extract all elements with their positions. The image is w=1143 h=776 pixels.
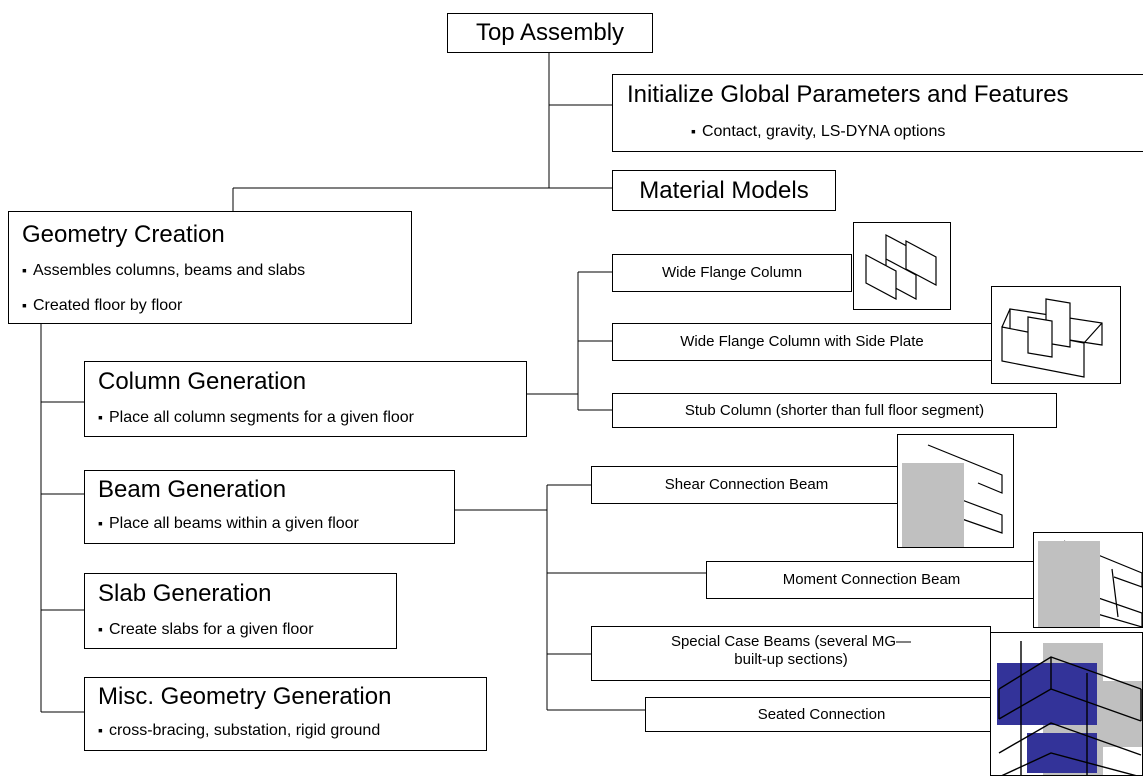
moment-connection-beam-label: Moment Connection Beam (782, 571, 961, 588)
wide-flange-side-plate-box: Wide Flange Column with Side Plate (612, 323, 992, 361)
geometry-bullet-2: Created floor by floor (22, 297, 182, 315)
side-plate-column-sketch (1001, 298, 1103, 378)
beam-generation-bullet: Place all beams within a given floor (98, 515, 359, 533)
moment-connection-plate (1038, 541, 1100, 627)
misc-geometry-box: Misc. Geometry Generation cross-bracing,… (84, 677, 487, 751)
geometry-creation-box: Geometry Creation Assembles columns, bea… (8, 211, 412, 324)
wide-flange-side-plate-label: Wide Flange Column with Side Plate (680, 333, 924, 350)
stub-column-label: Stub Column (shorter than full floor seg… (684, 402, 985, 419)
wide-flange-column-sketch (865, 234, 937, 300)
seated-connection-sketch (998, 641, 1142, 775)
wide-flange-column-box: Wide Flange Column (612, 254, 852, 292)
beam-generation-box: Beam Generation Place all beams within a… (84, 470, 455, 544)
shear-connection-beam-box: Shear Connection Beam (591, 466, 902, 504)
slab-generation-box: Slab Generation Create slabs for a given… (84, 573, 397, 649)
init-global-title: Initialize Global Parameters and Feature… (627, 81, 1069, 108)
column-generation-title: Column Generation (98, 368, 307, 395)
shear-connection-plate (902, 463, 964, 547)
special-case-beams-label: Special Case Beams (several MG— built-up… (670, 633, 912, 668)
seated-blue-plate-1 (997, 663, 1097, 725)
wide-flange-column-thumbnail (853, 222, 951, 310)
column-generation-box: Column Generation Place all column segme… (84, 361, 527, 437)
top-assembly-title: Top Assembly (475, 19, 625, 46)
material-models-box: Material Models (612, 170, 836, 211)
shear-connection-thumbnail (897, 434, 1014, 548)
moment-connection-thumbnail (1033, 532, 1143, 628)
column-generation-bullet: Place all column segments for a given fl… (98, 409, 414, 427)
material-models-title: Material Models (639, 177, 809, 204)
beam-generation-title: Beam Generation (98, 476, 287, 503)
misc-geometry-bullet: cross-bracing, substation, rigid ground (98, 722, 380, 740)
misc-geometry-title: Misc. Geometry Generation (98, 683, 392, 710)
side-plate-column-thumbnail (991, 286, 1121, 384)
geometry-bullet-1: Assembles columns, beams and slabs (22, 262, 305, 280)
seated-blue-plate-2 (1027, 733, 1097, 773)
shear-connection-beam-label: Shear Connection Beam (664, 476, 829, 493)
stub-column-box: Stub Column (shorter than full floor seg… (612, 393, 1057, 428)
geometry-creation-title: Geometry Creation (22, 221, 225, 248)
top-assembly-box: Top Assembly (447, 13, 653, 53)
wide-flange-column-label: Wide Flange Column (661, 264, 803, 281)
init-global-bullet: Contact, gravity, LS-DYNA options (691, 123, 945, 141)
seated-connection-box: Seated Connection (645, 697, 998, 732)
slab-generation-bullet: Create slabs for a given floor (98, 621, 314, 639)
seated-connection-thumbnail (990, 632, 1143, 776)
moment-connection-sketch (1063, 540, 1142, 627)
slab-generation-title: Slab Generation (98, 580, 272, 607)
init-global-box: Initialize Global Parameters and Feature… (612, 74, 1143, 152)
moment-connection-beam-box: Moment Connection Beam (706, 561, 1037, 599)
special-case-beams-box: Special Case Beams (several MG— built-up… (591, 626, 991, 681)
seated-connection-label: Seated Connection (757, 706, 886, 723)
